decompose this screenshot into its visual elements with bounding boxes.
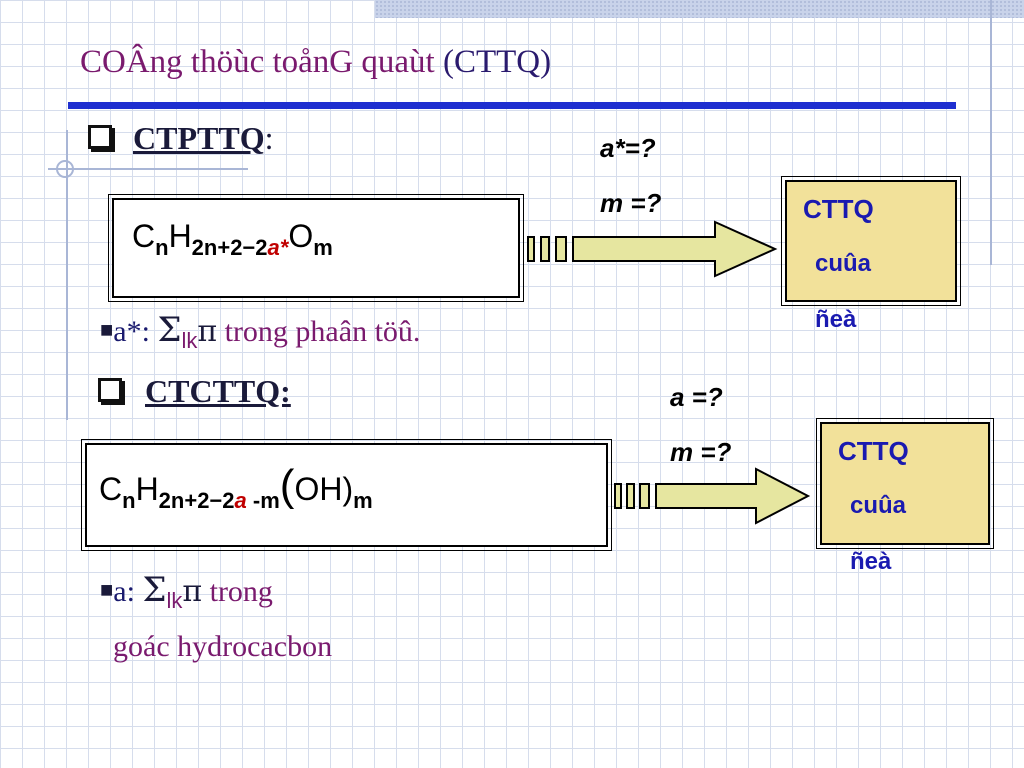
checkbox-bullet-icon-2 <box>98 378 122 402</box>
section1-heading: CTPTTQ: <box>133 120 273 157</box>
result1-line2: cuûa <box>815 250 872 277</box>
section1-colon: : <box>264 120 274 156</box>
result2-line3: ñeà <box>850 548 892 575</box>
title-suffix: (CTTQ) <box>442 44 552 80</box>
formula-1: CnH2n+2−2a*Om <box>132 218 333 260</box>
section2-question-m: m =? <box>670 437 732 467</box>
result2-line1: CTTQ <box>838 436 909 466</box>
right-arrow-icon <box>527 220 778 278</box>
decor-circle <box>56 160 74 178</box>
section1-note: ■a*: Σlkπ trong phaân töû. <box>100 310 421 353</box>
result1-line1: CTTQ <box>803 194 874 224</box>
right-arrow-icon-2 <box>614 467 811 525</box>
section2-heading: CTCTTQ: <box>145 373 291 410</box>
page-title: COÂng thöùc toånG quaùt (CTTQ) <box>80 44 551 81</box>
result-box-1 <box>781 176 961 306</box>
decor-vertical-line-right <box>990 0 992 265</box>
square-bullet-icon-2: ■ <box>100 577 114 602</box>
section2-note-line2: goác hydrocacbon <box>113 630 333 663</box>
title-underline <box>68 102 956 109</box>
decor-horizontal-line <box>48 168 248 170</box>
result1-line3: ñeà <box>815 306 857 333</box>
section1-question-a: a*=? <box>600 133 656 163</box>
formula-box-2: CnH2n+2−2a -m(OH)m <box>81 439 612 551</box>
section2-note: ■a: Σlkπ trong <box>100 570 273 613</box>
header-pattern-band <box>375 0 1024 18</box>
section1-label: CTPTTQ <box>133 120 265 156</box>
checkbox-bullet-icon <box>88 125 112 149</box>
section1-question-m: m =? <box>600 188 662 218</box>
formula-box-1: CnH2n+2−2a*Om <box>108 194 524 302</box>
title-main: COÂng thöùc toånG quaùt <box>80 44 435 80</box>
decor-vertical-line-left <box>66 130 68 420</box>
formula-2: CnH2n+2−2a -m(OH)m <box>99 461 373 513</box>
section2-label: CTCTTQ: <box>145 373 291 409</box>
result-box-2 <box>816 418 994 549</box>
square-bullet-icon: ■ <box>100 317 114 342</box>
result2-line2: cuûa <box>850 492 907 519</box>
section2-question-a: a =? <box>670 382 723 412</box>
